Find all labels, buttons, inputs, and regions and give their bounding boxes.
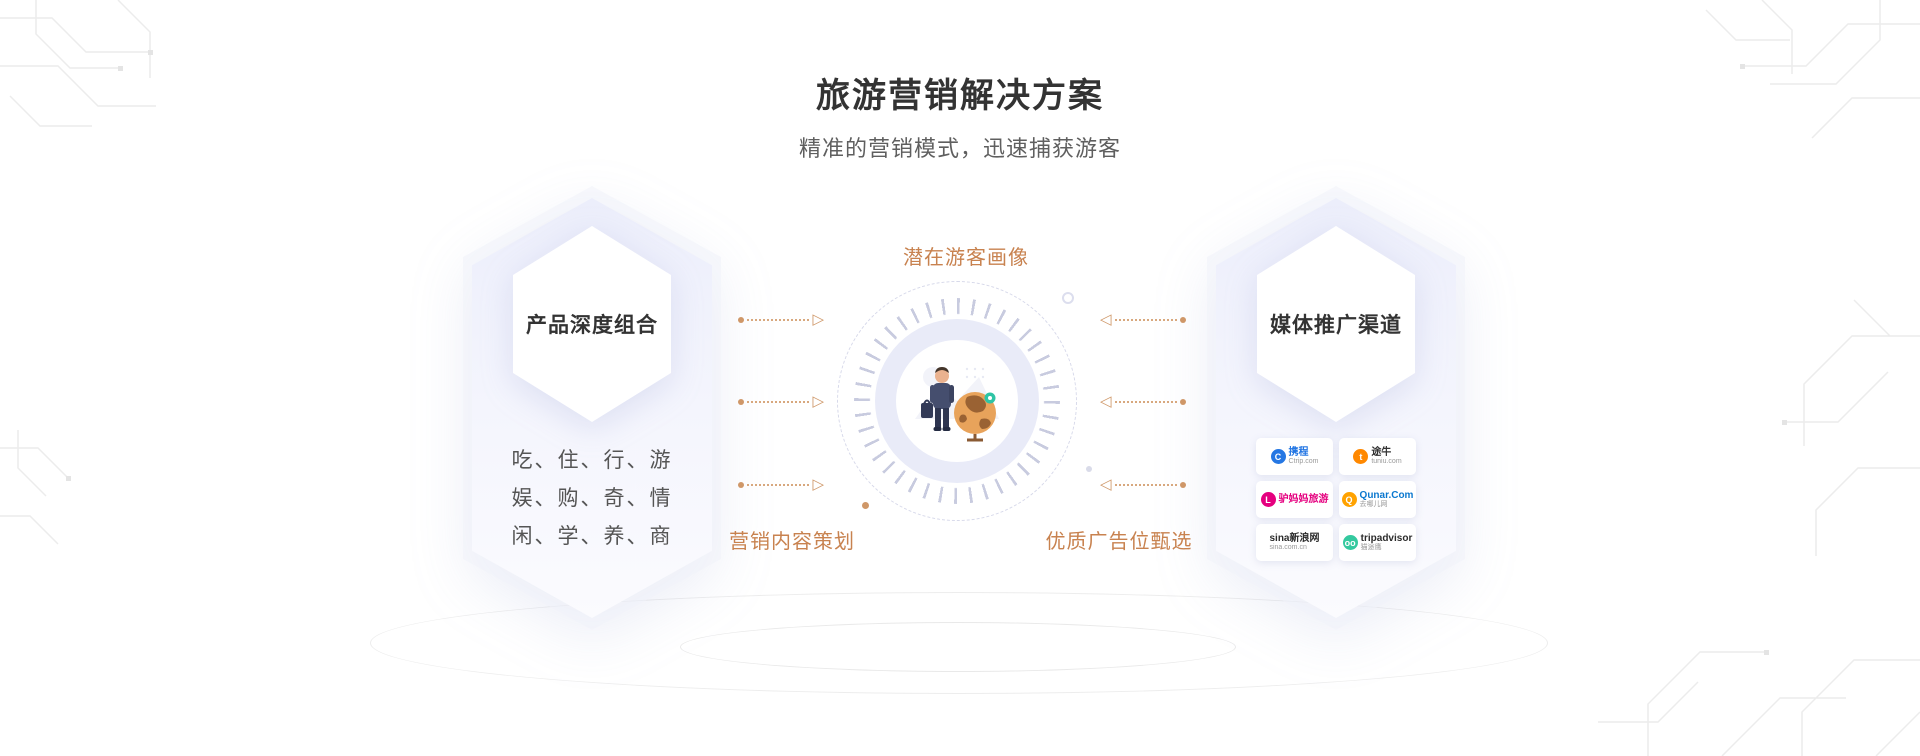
tuniu-icon: t [1353,449,1369,464]
traveler-globe-graphic [915,367,999,442]
logo-main-text: 携程 [1288,447,1309,459]
globe-icon [954,392,996,442]
dotted-line [747,483,810,486]
dotted-line [1114,318,1177,321]
dotted-line [1114,483,1177,486]
label-content-planning: 营销内容策划 [729,531,855,553]
logo-main-text: sina新浪网 [1269,533,1320,545]
logo-main-text: 途牛 [1371,447,1392,459]
flow-arrow-left-1: ▷ [738,312,824,327]
dial-donut-ring [875,319,1039,483]
logo-sub-text: tuniu.com [1371,458,1402,466]
label-ad-selection: 优质广告位甄选 [1045,531,1193,553]
camel-icon: Q [1341,492,1357,507]
traveler-illustration [896,340,1018,462]
product-line-2: 娱、购、奇、情 [511,487,673,510]
ground-ellipse-inner [680,622,1236,672]
arrow-dot [738,316,744,323]
flow-arrow-left-3: ▷ [738,477,824,492]
owl-icon: oo [1342,535,1358,550]
title-hexagon: 产品深度组合 [513,226,671,422]
flow-arrow-right-1: ◁ [1100,312,1186,327]
logo-main-text: Qunar.Com [1359,490,1414,502]
dotted-line [1114,400,1177,403]
logo-sub-text: 去哪儿网 [1359,501,1388,509]
arrow-right-icon: ▷ [812,311,824,328]
arrow-dot [1180,481,1186,488]
logo-sub-text: 猫途鹰 [1360,544,1382,552]
title-hexagon: 媒体推广渠道 [1257,226,1415,422]
product-combination-card: 产品深度组合 吃、住、行、游 娱、购、奇、情 闲、学、养、商 [463,186,721,630]
flow-arrow-left-2: ▷ [738,394,824,409]
logo-sub-text: sina.com.cn [1269,544,1307,552]
arrow-dot [738,481,744,488]
page-title: 旅游营销解决方案 [816,77,1104,115]
product-categories: 吃、住、行、游 娱、购、奇、情 闲、学、养、商 [472,442,712,556]
right-card-title: 媒体推广渠道 [1257,226,1415,422]
arrow-right-icon: ▷ [812,476,824,493]
arrow-dot [1180,316,1186,323]
arrow-dot [1180,398,1186,405]
tourist-profile-dial [837,281,1077,521]
flow-arrow-right-2: ◁ [1100,394,1186,409]
arrow-dot [738,398,744,405]
product-line-1: 吃、住、行、游 [511,449,673,472]
logo-sub-text: Ctrip.com [1288,458,1319,466]
arrow-left-icon: ◁ [1100,393,1112,410]
dial-dashed-ring [837,281,1077,521]
decorative-orange-dot [862,502,869,509]
label-tourist-profile: 潜在游客画像 [903,247,1029,269]
arrow-left-icon: ◁ [1100,476,1112,493]
dotted-line [747,400,810,403]
lvmama-icon: L [1260,492,1276,507]
arrow-left-icon: ◁ [1100,311,1112,328]
flow-arrow-right-3: ◁ [1100,477,1186,492]
logo-main-text: 驴妈妈旅游 [1278,494,1329,505]
traveler-person [921,367,954,431]
logo-text: 驴妈妈旅游 [1279,494,1329,505]
ground-ellipse-outer [370,592,1548,694]
left-card-title: 产品深度组合 [513,226,671,422]
dolphin-icon: C [1270,449,1286,464]
dotted-line [747,318,810,321]
product-line-3: 闲、学、养、商 [511,525,673,548]
decorative-ring-dot [1062,292,1074,304]
decorative-gray-dot [1086,466,1092,472]
logo-main-text: tripadvisor [1360,533,1413,545]
arrow-right-icon: ▷ [812,393,824,410]
page-subtitle: 精准的营销模式，迅速捕获游客 [798,136,1121,161]
